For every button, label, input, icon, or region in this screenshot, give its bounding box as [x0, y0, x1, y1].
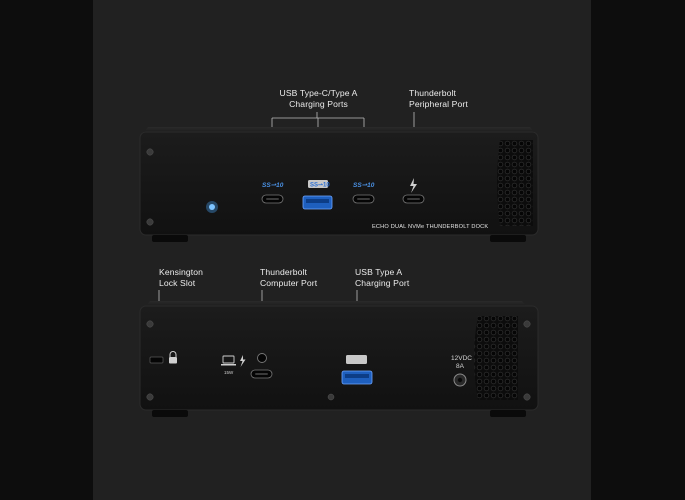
screw-icon	[146, 320, 154, 328]
power-rating-line1: 12VDC	[451, 355, 472, 362]
dc-power-jack	[453, 373, 467, 387]
audio-jack	[257, 353, 267, 363]
ss10-badge: SS⇀10	[353, 182, 375, 189]
screw-icon	[146, 218, 154, 226]
callout-usb-charging-ports: USB Type-C/Type A Charging Ports	[279, 88, 358, 109]
front-foot-right	[490, 235, 526, 242]
screw-icon	[146, 393, 154, 401]
usb-a-port-rear	[341, 355, 373, 385]
rear-foot-right	[490, 410, 526, 417]
rear-foot-left	[152, 410, 188, 417]
rear-dock: 15W 12VDC 8A	[139, 290, 539, 417]
thunderbolt-computer-port	[250, 353, 273, 379]
rear-dock-body	[139, 305, 539, 411]
callout-usb-type-a-charging-port: USB Type A Charging Port	[355, 267, 410, 288]
ss10-badge-bg	[308, 180, 328, 188]
thunderbolt-icon	[240, 355, 246, 367]
usb-c-port-left: SS⇀10	[261, 182, 284, 204]
front-dock-body	[139, 131, 539, 236]
usb-c-port-right: SS⇀10	[352, 182, 375, 204]
power-led-icon	[209, 204, 215, 210]
ss10-badge: SS⇀10	[262, 182, 284, 189]
thunderbolt-peripheral-port	[402, 178, 425, 204]
front-foot-left	[152, 235, 188, 242]
power-rating-line2: 8A	[456, 363, 465, 370]
callout-thunderbolt-computer-port: Thunderbolt Computer Port	[260, 267, 318, 288]
thunderbolt-icon	[410, 178, 417, 193]
screw-icon	[523, 320, 531, 328]
usb-a-port-front: SS⇀10	[302, 180, 333, 210]
laptop-wattage: 15W	[224, 370, 234, 375]
front-vent-grille	[497, 140, 533, 226]
laptop-icon	[221, 355, 236, 366]
callout-thunderbolt-peripheral-port: Thunderbolt Peripheral Port	[409, 88, 468, 109]
ss10-badge-bg	[346, 355, 367, 364]
brand-text: ECHO DUAL NVMe THUNDERBOLT DOCK	[372, 224, 488, 230]
callout-kensington-lock-slot: Kensington Lock Slot	[159, 267, 204, 288]
kensington-lock-slot	[149, 351, 177, 364]
front-dock: SS⇀10 SS⇀10 SS⇀10	[139, 112, 539, 242]
screw-icon	[146, 148, 154, 156]
screw-icon	[523, 393, 531, 401]
lock-icon	[169, 351, 177, 364]
rear-vent-grille	[474, 316, 518, 400]
ss10-badge: SS⇀10	[310, 182, 330, 189]
screw-icon	[327, 393, 335, 401]
